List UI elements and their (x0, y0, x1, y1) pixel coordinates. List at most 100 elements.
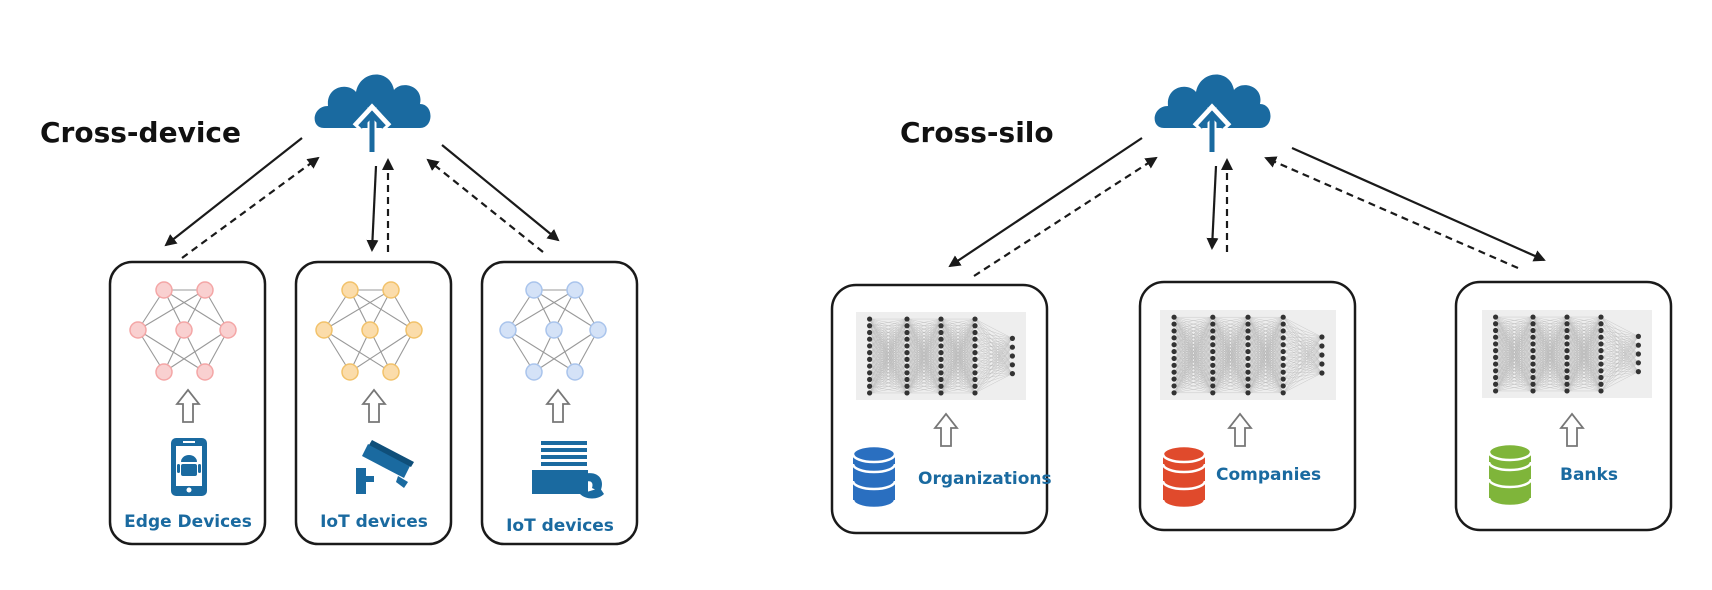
network-node (1171, 376, 1177, 382)
network-node (867, 323, 873, 329)
neural-network-image (856, 312, 1026, 400)
network-node (1493, 381, 1499, 387)
network-node (1493, 314, 1499, 320)
smartphone-android-icon (171, 438, 207, 496)
network-node (1598, 388, 1604, 394)
network-node (867, 343, 873, 349)
network-node (1210, 348, 1216, 355)
network-node (972, 323, 978, 329)
network-node (904, 316, 910, 322)
network-node (904, 370, 910, 376)
network-node (1598, 314, 1604, 320)
network-node (1210, 314, 1216, 320)
network-node (1319, 370, 1325, 376)
network-node (1210, 335, 1216, 341)
network-node (938, 323, 944, 329)
network-node (1171, 328, 1177, 334)
network-node (1009, 362, 1016, 368)
cross-silo-arrows (948, 137, 1546, 277)
network-node (938, 390, 944, 396)
network-node (1210, 383, 1216, 389)
network-node (1280, 355, 1286, 362)
network-node (1245, 355, 1251, 362)
network-node (904, 363, 910, 369)
network-node (1635, 342, 1641, 348)
network-node (904, 336, 910, 342)
network-node (938, 350, 944, 356)
network-node (867, 370, 873, 376)
iot-camera-label: IoT devices (320, 512, 428, 532)
network-node (972, 316, 978, 322)
network-node (1493, 354, 1499, 360)
network-node (1280, 376, 1286, 382)
network-node (1009, 344, 1016, 350)
network-node (972, 336, 978, 342)
network-node (972, 370, 978, 376)
network-node (1530, 341, 1536, 347)
network-node (904, 350, 910, 356)
network-node (1493, 374, 1499, 381)
network-node (1598, 341, 1604, 347)
network-node (1564, 314, 1570, 320)
network-node (938, 363, 944, 369)
network-node (938, 336, 944, 342)
database-icon (851, 444, 897, 510)
network-node (1245, 390, 1251, 396)
network-node (1245, 376, 1251, 382)
network-node (1530, 354, 1536, 360)
network-node (1598, 368, 1604, 374)
network-node (867, 316, 873, 322)
network-node (1493, 368, 1499, 374)
network-node (938, 376, 944, 383)
network-node (1598, 334, 1604, 340)
network-node (1530, 374, 1536, 381)
iot-fax-card: IoT devices (480, 260, 639, 546)
network-node (1530, 361, 1536, 367)
network-node (938, 329, 944, 336)
network-node (1635, 351, 1641, 357)
network-node (1210, 342, 1216, 348)
network-node (1598, 381, 1604, 387)
network-node (1635, 360, 1641, 366)
neural-network-image (1160, 310, 1336, 400)
network-node (1564, 374, 1570, 381)
network-node (1493, 327, 1499, 334)
network-node (1009, 335, 1016, 341)
network-node (1245, 383, 1251, 389)
neural-network-image (1482, 310, 1652, 398)
network-node (1171, 348, 1177, 355)
network-node (867, 336, 873, 342)
network-node (904, 329, 910, 336)
network-node (1530, 314, 1536, 320)
network-node (972, 383, 978, 389)
network-node (1564, 348, 1570, 354)
network-node (1530, 321, 1536, 327)
network-node (1598, 321, 1604, 327)
organizations-card: Organizations (830, 283, 1052, 535)
network-node (1171, 390, 1177, 396)
network-node (1280, 383, 1286, 389)
network-node (1210, 321, 1216, 327)
network-node (938, 370, 944, 376)
network-node (972, 356, 978, 362)
network-node (1280, 369, 1286, 375)
network-node (1245, 342, 1251, 348)
database-icon (1161, 444, 1207, 510)
network-node (1530, 327, 1536, 334)
network-node (1210, 376, 1216, 382)
network-node (867, 350, 873, 356)
network-node (867, 383, 873, 389)
network-node (1210, 369, 1216, 375)
network-node (1564, 354, 1570, 360)
network-node (1530, 334, 1536, 340)
network-node (1280, 390, 1286, 396)
organizations-label: Organizations (918, 469, 1052, 489)
network-node (1598, 374, 1604, 381)
network-node (1319, 334, 1325, 340)
network-node (1171, 383, 1177, 389)
network-node (1598, 361, 1604, 367)
network-node (1564, 368, 1570, 374)
network-node (938, 356, 944, 362)
network-node (867, 390, 873, 396)
